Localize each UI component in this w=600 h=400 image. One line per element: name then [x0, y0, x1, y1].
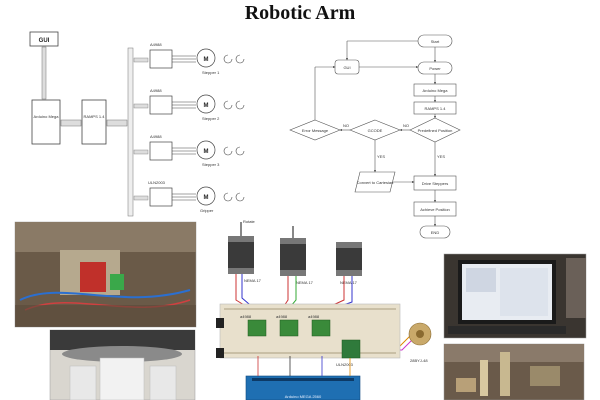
- stepper-motor-icon: [196, 94, 216, 114]
- motor-label: M: [204, 195, 209, 201]
- flow-predefined-label: Predefined Position: [418, 128, 453, 133]
- a4988-label: a4988: [240, 314, 252, 319]
- rotate-icon: [223, 146, 233, 156]
- motor-label: M: [204, 149, 209, 155]
- flow-ramps-label: RAMPS 1.4: [425, 106, 447, 111]
- a4988-driver-2: [279, 319, 299, 337]
- motor-name: Stepper 3: [202, 162, 220, 167]
- nema-label: NEMA 17: [296, 280, 314, 285]
- gui-label: GUI: [39, 38, 50, 44]
- flowchart: [289, 34, 461, 239]
- flow-arduino-label: Arduino Mega: [423, 88, 449, 93]
- driver-label: ULN2003: [148, 180, 166, 185]
- capacitor: [216, 318, 224, 328]
- breadboard: [219, 303, 401, 359]
- rotate-icon: [223, 192, 233, 202]
- flow-convert: [354, 171, 396, 193]
- motor-name: Stepper 1: [202, 70, 220, 75]
- motor-label: M: [204, 103, 209, 109]
- flow-convert-label: Convert to Cartesian: [357, 180, 394, 185]
- stepper-motor-icon: [196, 48, 216, 68]
- ramps-label: RAMPS 1.4: [84, 114, 106, 119]
- nema-label: NEMA 17: [340, 280, 358, 285]
- a4988-driver-1: [247, 319, 267, 337]
- driver-label: A4988: [150, 134, 162, 139]
- flow-error: [289, 119, 341, 141]
- a4988-label: a4988: [308, 314, 320, 319]
- flow-achieve-label: Achieve Position: [420, 207, 450, 212]
- flow-no-label: NO: [343, 123, 349, 128]
- wiring-diagram: Rotate NEMA 17 NEMA 17 NEMA 17: [216, 219, 432, 400]
- photo-electronics: [14, 221, 197, 328]
- flow-gcode-label: GCODE: [368, 128, 383, 133]
- a4988-label: a4988: [276, 314, 288, 319]
- nema-motor-1: [228, 222, 254, 274]
- a4988-driver-3: [311, 319, 331, 337]
- flow-gui-label: GUI: [343, 65, 350, 70]
- flow-yes-label: YES: [437, 154, 445, 159]
- signal-bus: [127, 47, 134, 217]
- stepper-motor-icon: [196, 140, 216, 160]
- flow-no-label: NO: [403, 123, 409, 128]
- nema-motor-3: [336, 242, 362, 276]
- driver-label: A4988: [150, 88, 162, 93]
- arduino-label: Arduino Mega: [34, 114, 60, 119]
- motor-name: Gripper: [200, 208, 214, 213]
- driver-row-2: A4988 M Stepper 2: [133, 88, 245, 121]
- flowchart-labels: Start GUI Power Arduino Mega RAMPS 1.4 P…: [302, 39, 452, 235]
- flow-power-label: Power: [429, 66, 441, 71]
- driver-row-1: A4988 M Stepper 1: [133, 42, 245, 75]
- flow-drive-label: Drive Steppers: [422, 181, 448, 186]
- rotate-label: Rotate: [243, 219, 256, 224]
- motor-name: Stepper 2: [202, 116, 220, 121]
- driver-label: A4988: [150, 42, 162, 47]
- photo-workshop: [443, 343, 585, 400]
- uln2003-board: [341, 339, 361, 359]
- byj-label: 28BYJ-48: [410, 358, 428, 363]
- gripper-motor-icon: [196, 186, 216, 206]
- photo-base: [49, 329, 196, 400]
- motor-label: M: [204, 57, 209, 63]
- flow-yes-label: YES: [377, 154, 385, 159]
- rotate-icon: [235, 192, 245, 202]
- rotate-icon: [235, 100, 245, 110]
- photo-laptop: [443, 253, 587, 339]
- rotate-icon: [223, 100, 233, 110]
- gui-box: [29, 31, 59, 47]
- driver-row-4: ULN2003 M Gripper: [133, 180, 245, 213]
- page-title: Robotic Arm: [244, 2, 356, 24]
- rotate-icon: [223, 54, 233, 64]
- arduino-box: [31, 99, 61, 145]
- uln-label: ULN2003: [336, 362, 354, 367]
- ramps-box: [81, 99, 107, 145]
- driver-row-3: A4988 M Stepper 3: [133, 134, 245, 167]
- arduino-label: Arduino MEGA 2560: [285, 394, 322, 399]
- flow-end-label: END: [431, 230, 440, 235]
- flow-start-label: Start: [431, 39, 440, 44]
- nema-motor-2: [280, 226, 306, 276]
- block-diagram: GUI Arduino Mega RAMPS 1.4 A4988 M Stepp…: [29, 31, 245, 217]
- capacitor: [216, 348, 224, 358]
- flow-error-label: Error Message: [302, 128, 329, 133]
- rotate-icon: [235, 54, 245, 64]
- nema-label: NEMA 17: [244, 278, 262, 283]
- rotate-icon: [235, 146, 245, 156]
